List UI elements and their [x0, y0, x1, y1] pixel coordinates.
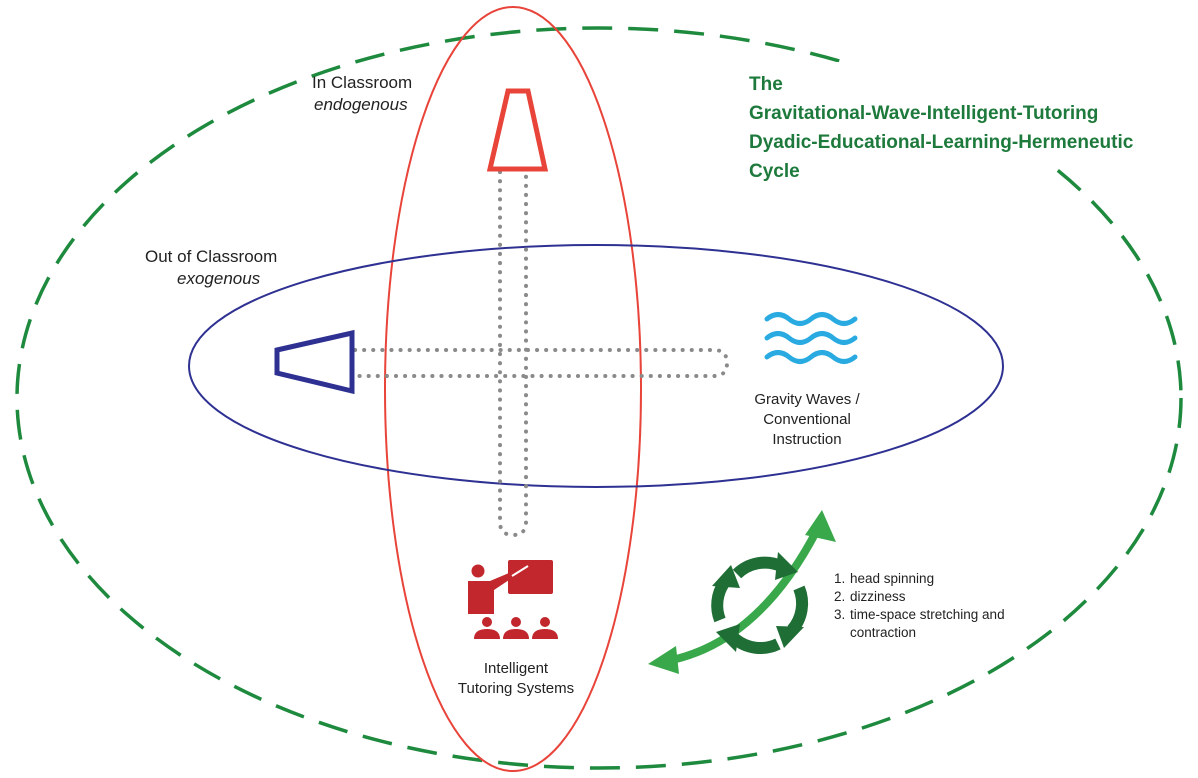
title-line: Dyadic-Educational-Learning-Hermeneutic	[749, 132, 1134, 153]
list-item: 1. head spinning	[830, 570, 1060, 588]
gravity-waves-icon	[764, 312, 858, 364]
out-classroom-ellipse	[188, 244, 1004, 488]
out-classroom-label: Out of Classroom exogenous	[145, 246, 277, 290]
title-line: Gravitational-Wave-Intelligent-Tutoring	[749, 103, 1099, 124]
title-line: The	[749, 74, 783, 95]
outer-cycle-ellipse	[15, 26, 1183, 770]
list-item: 2. dizziness	[830, 588, 1060, 606]
list-item: 3. time-space stretching and contraction	[830, 606, 1060, 642]
list-item-text: dizziness	[850, 589, 906, 604]
its-label: Intelligent Tutoring Systems	[446, 659, 586, 699]
vertical-dotted-path	[498, 170, 528, 538]
in-classroom-ellipse	[384, 6, 642, 772]
teacher-classroom-icon	[468, 560, 558, 639]
out-classroom-sub-label: exogenous	[177, 269, 261, 288]
circular-arrows-icon	[711, 552, 809, 654]
out-classroom-label-text: Out of Classroom	[145, 247, 278, 266]
list-item-number: 1.	[834, 571, 846, 586]
list-item-text: head spinning	[850, 571, 935, 586]
gravity-waves-label-line: Gravity Waves /	[754, 391, 860, 408]
its-label-line: Intelligent	[483, 660, 549, 677]
list-item-number: 2.	[834, 589, 846, 604]
horizontal-dotted-path	[353, 348, 730, 378]
dotted-connectors	[353, 170, 730, 538]
list-item-text: time-space stretching and contraction	[850, 607, 1005, 640]
in-classroom-sub-label: endogenous	[314, 95, 408, 114]
in-classroom-label: In Classroom endogenous	[312, 72, 412, 116]
pointer-line	[511, 565, 529, 577]
gravity-waves-label-line: Instruction	[772, 431, 842, 448]
list-item-number: 3.	[834, 607, 846, 622]
effects-list: 1. head spinning 2. dizziness 3. time-sp…	[830, 570, 1060, 642]
its-label-line: Tutoring Systems	[457, 680, 575, 697]
title-backdrop	[740, 62, 1050, 182]
in-classroom-trapezoid-icon	[486, 88, 549, 172]
in-classroom-label-text: In Classroom	[312, 73, 413, 92]
gravity-waves-label: Gravity Waves / Conventional Instruction	[737, 390, 877, 450]
bidirectional-arrow-icon	[648, 510, 836, 674]
gravity-waves-label-line: Conventional	[763, 411, 851, 428]
title-line: Cycle	[749, 161, 800, 182]
diagram-title: The Gravitational-Wave-Intelligent-Tutor…	[749, 70, 1133, 186]
out-classroom-trapezoid-icon	[274, 329, 355, 395]
